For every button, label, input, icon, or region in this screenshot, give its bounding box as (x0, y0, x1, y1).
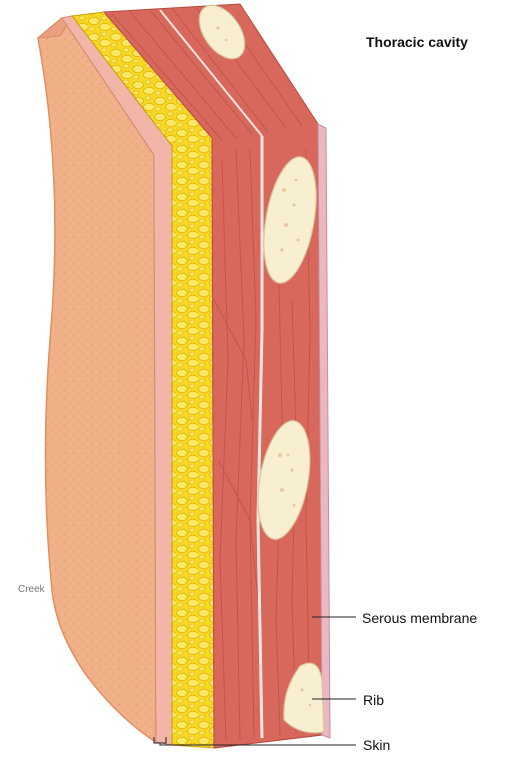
label-rib: Rib (363, 692, 384, 708)
diagram-title: Thoracic cavity (366, 34, 468, 50)
label-skin: Skin (363, 737, 390, 753)
artist-credit: Creek (18, 584, 45, 595)
label-serous-membrane: Serous membrane (362, 610, 477, 626)
